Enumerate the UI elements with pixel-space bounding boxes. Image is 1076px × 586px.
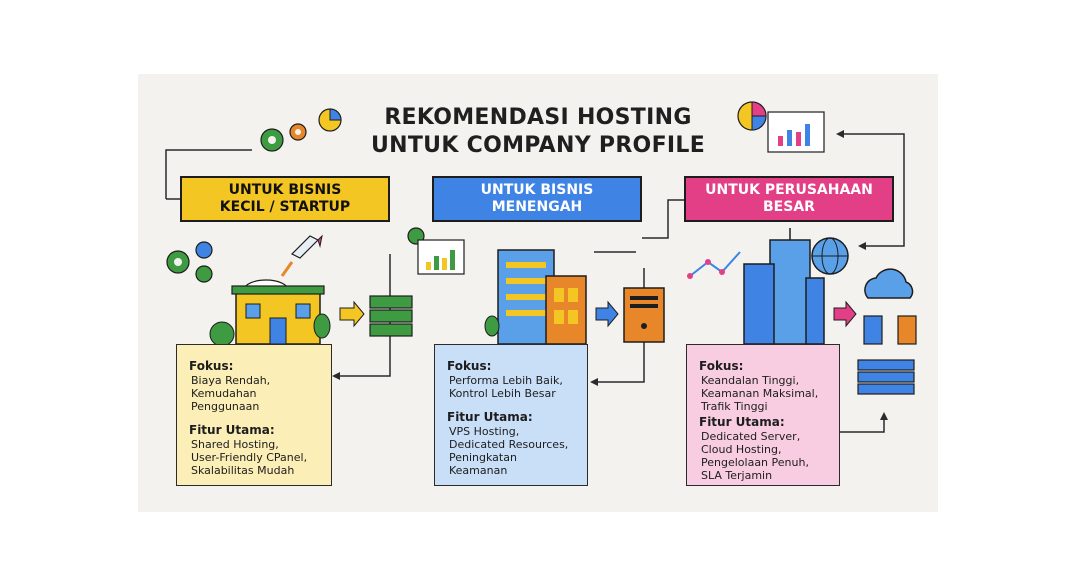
feature-item: Peningkatan Keamanan (449, 451, 517, 477)
pie-chart-icon (318, 108, 342, 132)
features-heading: Fitur Utama: (699, 415, 785, 429)
tier-label-large-line-2: BESAR (763, 199, 815, 215)
bar-chart-icon-small (407, 227, 465, 275)
focus-item: Keandalan Tinggi, (701, 374, 800, 387)
focus-item: Performa Lebih Baik, (449, 374, 563, 387)
skyscraper-buildings (743, 228, 825, 345)
feature-item: Shared Hosting, (191, 438, 279, 451)
feature-item: Cloud Hosting, (701, 443, 782, 456)
medium-office-buildings (484, 249, 587, 345)
tier-label-large-line-1: UNTUK PERUSAHAAN (705, 182, 873, 198)
connector-top-right (840, 133, 905, 247)
feature-item: Dedicated Resources, (449, 438, 569, 451)
focus-heading: Fokus: (447, 359, 492, 373)
title-line-1: REKOMENDASI HOSTING (384, 105, 692, 130)
line-chart-icon (687, 251, 741, 279)
connector-mid-to-large (642, 199, 684, 239)
arrow-to-server-small (339, 300, 365, 328)
analytics-icons (737, 101, 825, 153)
tier-label-small-line-1: UNTUK BISNIS (228, 182, 342, 198)
arrow-to-server-mid (595, 300, 619, 328)
connector-small-server-to-box (336, 254, 391, 377)
tier-label-mid-line-1: UNTUK BISNIS (480, 182, 594, 198)
tier-label-small-line-2: KECIL / STARTUP (219, 199, 351, 215)
focus-item: Keamanan Maksimal, (701, 387, 819, 400)
server-rack-icon-small (369, 295, 413, 337)
info-box-small-business: Fokus: Biaya Rendah, Kemudahan Penggunaa… (176, 344, 332, 486)
focus-item: Kontrol Lebih Besar (449, 387, 556, 400)
server-tower-icon (623, 287, 665, 343)
info-box-large-enterprise: Fokus: Keandalan Tinggi, Keamanan Maksim… (686, 344, 840, 486)
small-office-building (209, 285, 331, 347)
info-box-medium-business: Fokus: Performa Lebih Baik, Kontrol Lebi… (434, 344, 588, 486)
diagram-title: REKOMENDASI HOSTING UNTUK COMPANY PROFIL… (138, 104, 938, 160)
tier-label-mid-line-2: MENENGAH (491, 199, 583, 215)
feature-item: Pengelolaan Penuh, (701, 456, 809, 469)
feature-item: User-Friendly CPanel, (191, 451, 308, 464)
globe-icon (811, 237, 849, 275)
connector-top-left (165, 149, 252, 199)
connector-arrowheads (332, 130, 888, 420)
focus-heading: Fokus: (189, 359, 234, 373)
connector-large-box-to-rack (840, 416, 885, 433)
feature-item: Skalabilitas Mudah (191, 464, 295, 477)
tier-label-large-enterprise: UNTUK PERUSAHAAN BESAR (684, 176, 894, 222)
server-rack-icon-large (857, 359, 915, 395)
gears-icon (260, 123, 307, 152)
tier-label-small-business: UNTUK BISNIS KECIL / STARTUP (180, 176, 390, 222)
focus-item: Biaya Rendah, (191, 374, 271, 387)
features-heading: Fitur Utama: (447, 410, 533, 424)
feature-item: SLA Terjamin (701, 469, 773, 482)
features-heading: Fitur Utama: (189, 423, 275, 437)
title-line-2: UNTUK COMPANY PROFILE (370, 133, 706, 158)
focus-heading: Fokus: (699, 359, 744, 373)
tier-label-medium-business: UNTUK BISNIS MENENGAH (432, 176, 642, 222)
focus-item: Kemudahan Penggunaan (191, 387, 260, 413)
cloud-icon (863, 268, 917, 345)
gears-icon-small (166, 241, 213, 283)
arrow-to-cloud (833, 300, 857, 328)
connector-lines (165, 133, 905, 433)
feature-item: Dedicated Server, (701, 430, 801, 443)
focus-item: Trafik Tinggi (701, 400, 768, 413)
feature-item: VPS Hosting, (449, 425, 520, 438)
